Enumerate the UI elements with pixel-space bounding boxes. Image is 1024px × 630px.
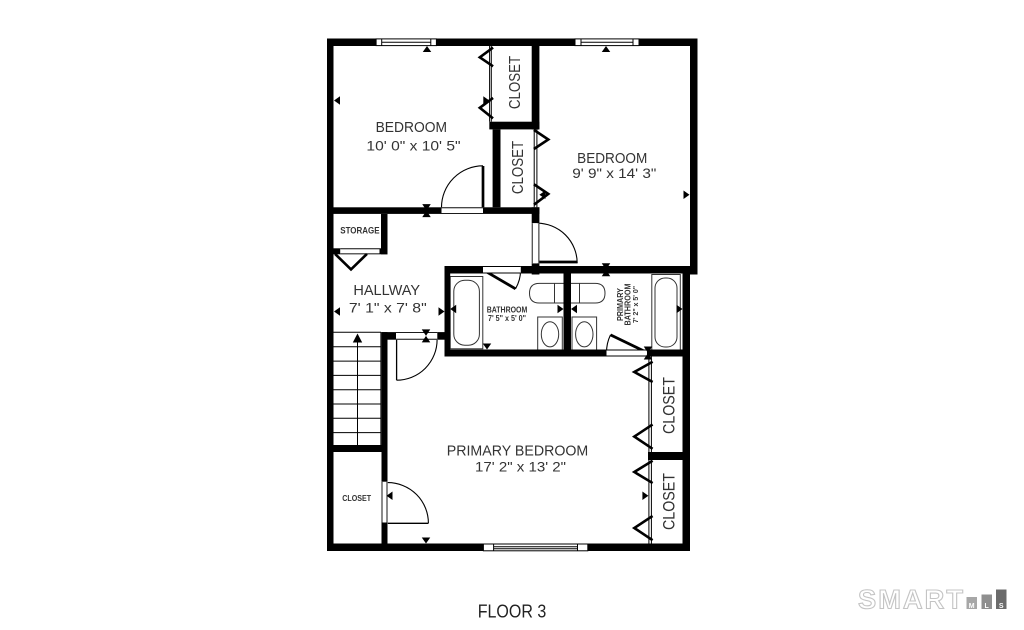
svg-text:7' 1" x 7' 8": 7' 1" x 7' 8" [349, 299, 427, 315]
svg-text:BATHROOM: BATHROOM [487, 305, 528, 315]
svg-text:BATHROOM: BATHROOM [623, 284, 632, 326]
svg-text:FLOOR 3: FLOOR 3 [478, 602, 547, 622]
svg-text:BEDROOM: BEDROOM [577, 151, 647, 167]
svg-text:9' 9" x 14' 3": 9' 9" x 14' 3" [572, 165, 656, 181]
svg-text:17' 2" x 13' 2": 17' 2" x 13' 2" [475, 459, 566, 475]
svg-text:PRIMARY BEDROOM: PRIMARY BEDROOM [447, 444, 589, 460]
svg-text:M: M [969, 603, 975, 610]
svg-text:S: S [999, 603, 1004, 610]
svg-text:7' 5" x 5' 0": 7' 5" x 5' 0" [488, 314, 526, 323]
svg-text:STORAGE: STORAGE [340, 226, 379, 236]
svg-text:PRIMARY: PRIMARY [616, 287, 625, 321]
svg-text:CLOSET: CLOSET [507, 55, 524, 109]
svg-text:L: L [985, 603, 990, 610]
svg-text:10' 0" x 10' 5": 10' 0" x 10' 5" [366, 138, 460, 154]
svg-text:CLOSET: CLOSET [510, 140, 527, 194]
svg-text:CLOSET: CLOSET [342, 493, 372, 503]
svg-text:CLOSET: CLOSET [660, 473, 679, 530]
svg-text:CLOSET: CLOSET [660, 377, 679, 434]
svg-text:HALLWAY: HALLWAY [353, 283, 420, 299]
svg-text:SMART: SMART [858, 585, 965, 615]
svg-text:BEDROOM: BEDROOM [376, 120, 447, 136]
svg-text:7' 2" x 5' 0": 7' 2" x 5' 0" [631, 286, 640, 323]
